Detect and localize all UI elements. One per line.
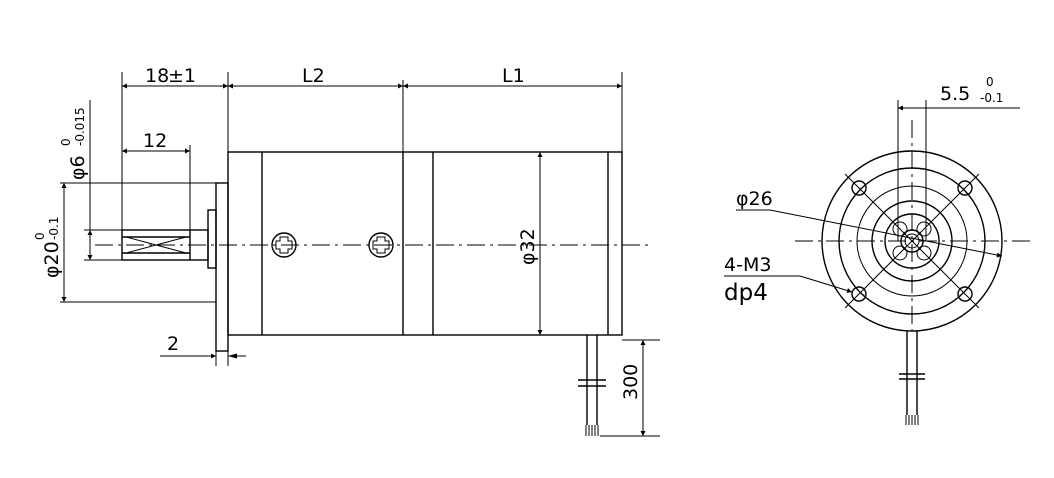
motor-body (227, 151, 623, 336)
dimension-2: 2 (160, 333, 246, 359)
dim-5-5-upper: 0 (986, 75, 994, 89)
dimension-18: 18 ±1 (122, 65, 228, 89)
mounting-holes (851, 180, 973, 302)
dim-phi6-value: φ6 (67, 155, 89, 180)
dimension-phi20: φ20 0 -0.1 (33, 183, 67, 302)
thread-callout: 4-M3 dp4 (724, 254, 853, 306)
bolt-circle-diagonals (844, 173, 980, 309)
dim-18-value: 18 (145, 65, 169, 87)
dim-300-value: 300 (620, 364, 642, 400)
extension-lines (60, 72, 660, 437)
front-lead-wire (899, 331, 925, 425)
dim-18-tolerance: ±1 (168, 65, 196, 87)
dim-phi20-upper: 0 (33, 232, 47, 240)
dimension-300: 300 (620, 340, 646, 436)
shaft (121, 229, 209, 261)
dimension-5-5: 5.5 0 -0.1 (897, 75, 1020, 241)
lead-wire (578, 335, 606, 436)
dimension-phi6: φ6 0 -0.015 (59, 100, 93, 260)
dim-phi6-lower: -0.015 (73, 107, 87, 146)
dimension-phi26: φ26 (736, 188, 1003, 258)
dim-phi20-value: φ20 (41, 241, 63, 278)
dim-5-5-lower: -0.1 (980, 91, 1003, 105)
dim-12-value: 12 (143, 130, 167, 152)
flange-circles (821, 150, 1003, 332)
dimension-12: 12 (122, 130, 190, 154)
depth-label: dp4 (724, 280, 768, 306)
front-view: 5.5 0 -0.1 φ26 4-M3 dp4 (724, 75, 1035, 425)
screw-icon (368, 232, 394, 258)
dimension-l1: L1 (403, 65, 622, 89)
dim-2-value: 2 (167, 333, 179, 355)
dim-phi26-value: φ26 (736, 188, 773, 210)
dim-l1-label: L1 (502, 65, 525, 87)
flange (207, 182, 229, 352)
dim-l2-label: L2 (302, 65, 325, 87)
dimension-phi32: φ32 (517, 152, 543, 335)
dimension-l2: L2 (228, 65, 403, 89)
screw-icon (271, 232, 297, 258)
dim-phi32-value: φ32 (517, 228, 539, 265)
shaft-boss (892, 221, 932, 261)
side-view: 18 ±1 L2 L1 12 2 300 (33, 65, 660, 437)
dim-5-5-value: 5.5 (940, 83, 970, 105)
thread-label: 4-M3 (724, 254, 771, 276)
dim-phi20-lower: -0.1 (47, 217, 61, 240)
dim-phi6-upper: 0 (59, 138, 73, 146)
